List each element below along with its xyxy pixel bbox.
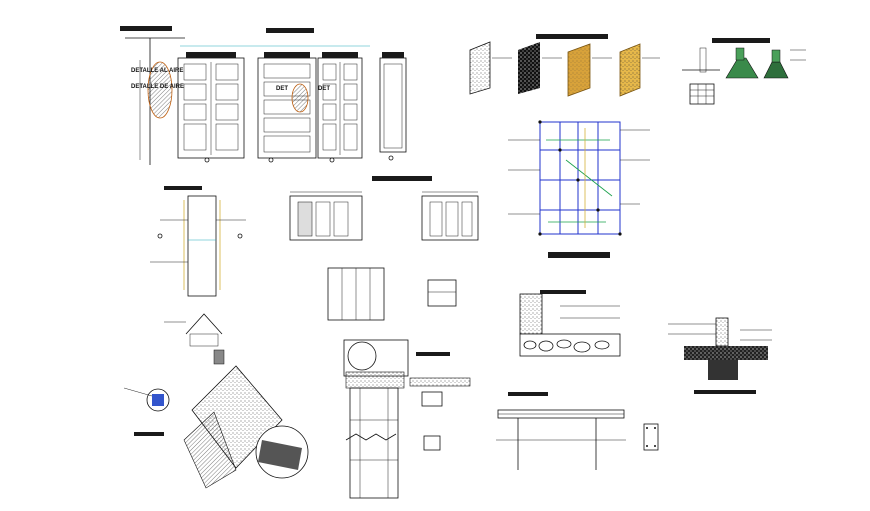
column-elevation [150,186,246,297]
door-elevation-3: DET [317,52,363,163]
door-side-label-a: DETALLE AL AIRE [131,68,183,74]
material-swatches [469,34,660,97]
floor-plan [508,120,650,258]
door-elevation-4 [379,52,407,161]
door-elevation-1 [177,52,245,163]
beam-elevation [496,392,659,470]
door-wall-section-detail: DETALLE AL AIRE DETALLE DE AIRE [120,26,185,165]
door-elevation-2: DET [257,52,317,163]
column-section-detail [343,339,471,499]
footing-details [682,38,806,105]
foundation-section [668,317,772,394]
door-side-label-b: DETALLE DE AIRE [131,84,184,90]
door-3-label: DET [318,86,330,92]
isometric-joint-detail [123,365,309,489]
roof-truss-detail [164,313,225,365]
cabinet-elevations [289,176,479,321]
slab-section [519,290,621,357]
door-elevations: DET DET [177,28,407,163]
door-2-label: DET [276,86,288,92]
